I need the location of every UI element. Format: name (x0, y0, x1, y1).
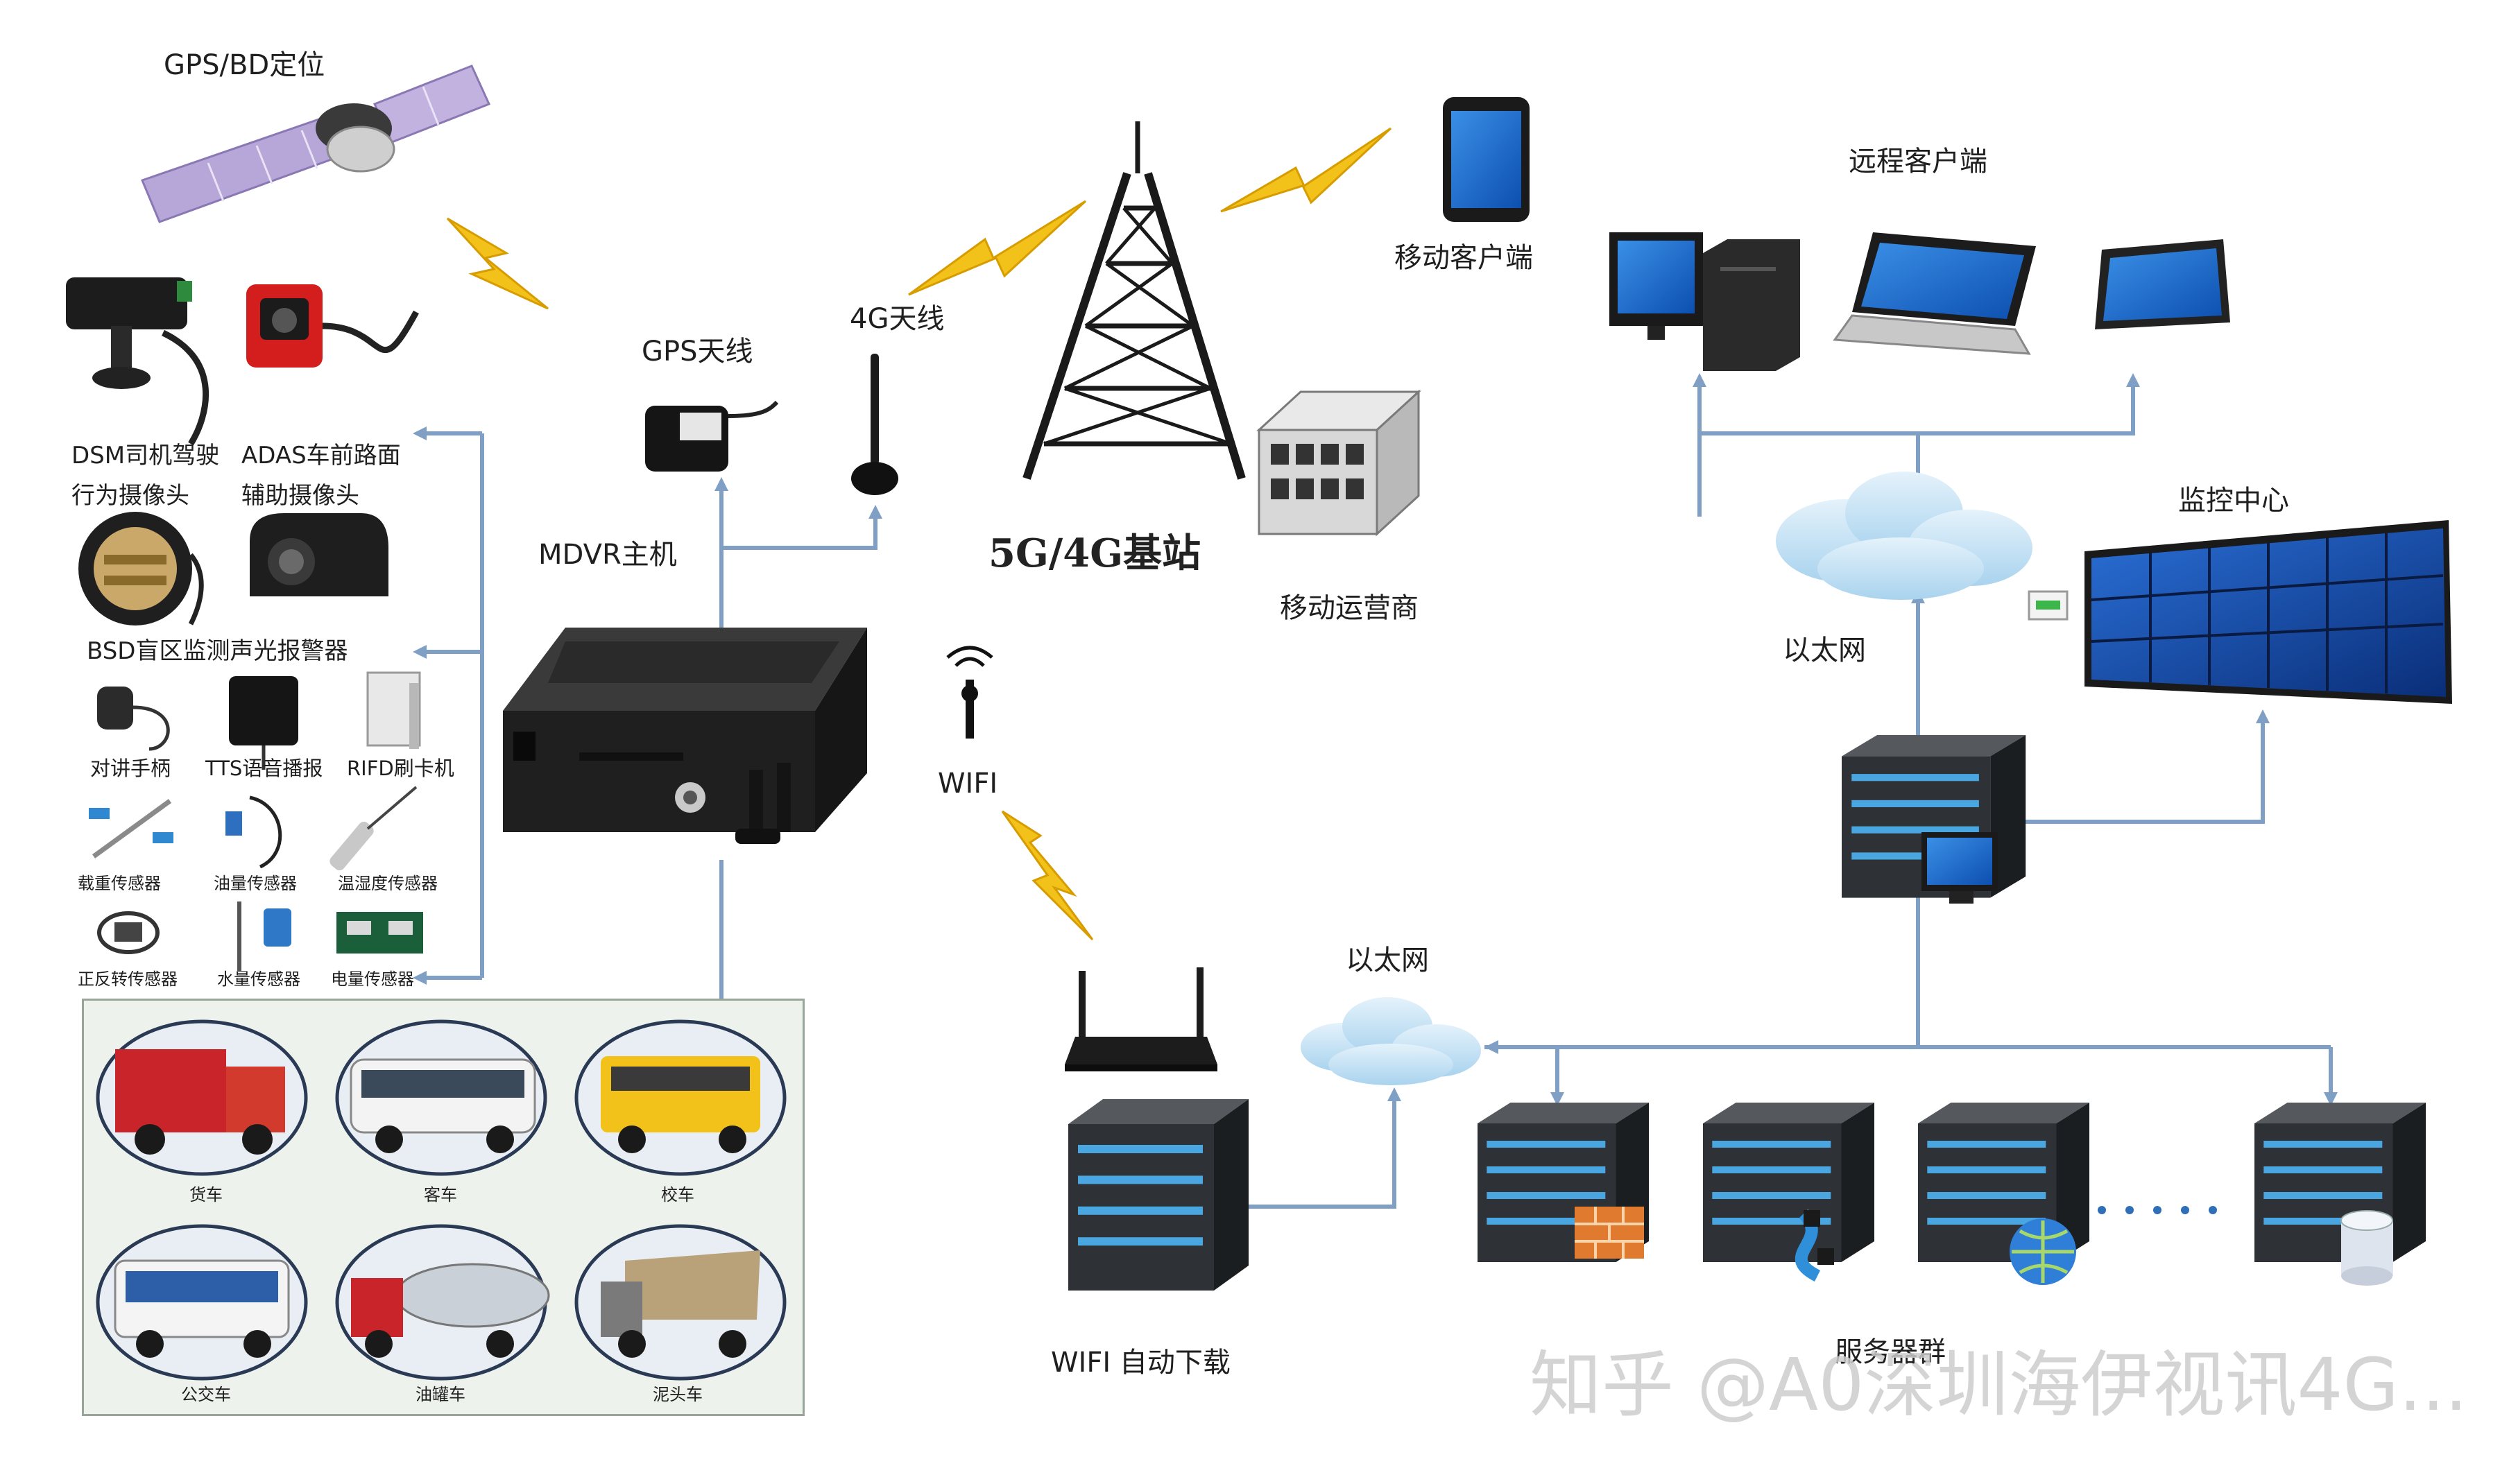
intercom-label: 对讲手柄 (90, 757, 171, 780)
side-camera-image (250, 513, 388, 596)
rotation-sensor-label: 正反转传感器 (78, 969, 178, 989)
dsm-camera-image (66, 277, 209, 446)
mdvr-device-image (503, 628, 867, 844)
wifi-download-server-image (1068, 1099, 1249, 1291)
video-wall-image (2084, 520, 2452, 704)
school-bus-photo (574, 1019, 787, 1176)
connector-arrowheads (413, 373, 2338, 1106)
gps-antenna-image (645, 400, 779, 472)
power-sensor-image (336, 912, 423, 954)
water-sensor-label: 水量传感器 (217, 969, 300, 989)
tablet-image (1443, 97, 1530, 222)
server-cluster-label: 服务器群 (1835, 1336, 1946, 1368)
rfid-reader-image (366, 671, 421, 749)
dsm-label-line2: 行为摄像头 (71, 482, 189, 510)
monitor-center-label: 监控中心 (2178, 485, 2289, 517)
tanker-photo (335, 1224, 550, 1381)
desktop-computer-image (1609, 232, 1800, 371)
laptop-image (1833, 232, 2036, 355)
adas-label-line2: 辅助摄像头 (241, 482, 359, 510)
temp-humidity-sensor-label: 温湿度传感器 (338, 874, 438, 893)
connector-lines (420, 380, 2333, 1209)
tower-image (1022, 121, 1246, 480)
gps-antenna-label: GPS天线 (642, 336, 753, 368)
vehicle-label-city-bus: 公交车 (181, 1385, 231, 1404)
satellite-image (141, 64, 491, 223)
mobile-client-label: 移动客户端 (1394, 242, 1533, 274)
base-station-label: 5G/4G基站 (988, 530, 1201, 576)
vehicle-label-dump-truck: 泥头车 (653, 1385, 703, 1404)
vehicle-label-coach: 客车 (424, 1185, 457, 1205)
ethernet-cloud-bottom (1301, 997, 1481, 1085)
4g-antenna-image (851, 354, 898, 495)
vehicle-panel: 货车 客车 校车 公交车 油罐车 泥头车 (82, 999, 805, 1416)
dsm-label-line1: DSM司机驾驶 (71, 442, 220, 469)
tts-speaker-image (229, 676, 298, 770)
power-sensor-label: 电量传感器 (331, 969, 414, 989)
lightning-bolts (446, 127, 1392, 941)
adas-camera-image (246, 284, 419, 368)
water-sensor-image (237, 901, 291, 971)
vehicle-label-tanker: 油罐车 (416, 1385, 465, 1404)
mdvr-label: MDVR主机 (538, 539, 677, 571)
wifi-antenna-icon (946, 646, 993, 739)
city-bus-photo (96, 1224, 308, 1381)
tts-label: TTS语音播报 (205, 757, 323, 780)
firewall-server-image (1478, 1103, 1649, 1262)
ethernet-top-label: 以太网 (1783, 635, 1866, 666)
monitor-image (2095, 239, 2230, 329)
ethernet-cloud-top (1776, 472, 2032, 600)
media-server-image (1703, 1103, 1874, 1282)
coach-photo (335, 1019, 547, 1176)
wifi-download-label: WIFI 自动下载 (1051, 1347, 1231, 1379)
4g-antenna-label: 4G天线 (850, 303, 945, 335)
truck-photo (96, 1019, 308, 1176)
mobile-operator-label: 移动运营商 (1280, 592, 1419, 624)
vehicle-images (96, 1019, 787, 1381)
bsd-camera-image (78, 512, 204, 625)
bsd-label: BSD盲区监测声光报警器 (87, 637, 348, 665)
watermark: 知乎 @A0深圳海伊视讯4G... (1530, 1343, 2468, 1427)
wifi-router-image (1065, 967, 1217, 1071)
rotation-sensor-image (97, 911, 160, 954)
load-sensor-image (89, 799, 173, 859)
ethernet-bottom-label: 以太网 (1346, 944, 1429, 976)
fuel-sensor-image (225, 795, 282, 869)
load-sensor-label: 载重传感器 (78, 874, 161, 893)
adas-label-line1: ADAS车前路面 (241, 442, 401, 469)
gps-bd-label: GPS/BD定位 (164, 49, 325, 81)
vehicle-label-school-bus: 校车 (661, 1185, 694, 1205)
dump-truck-photo (574, 1224, 787, 1381)
vehicle-label-truck: 货车 (189, 1185, 223, 1205)
wifi-label: WIFI (938, 768, 998, 800)
database-server-image (2254, 1103, 2426, 1286)
remote-client-label: 远程客户端 (1849, 146, 1987, 178)
fuel-sensor-label: 油量传感器 (214, 874, 297, 893)
rfid-label: RIFD刷卡机 (347, 757, 454, 780)
ellipsis-dots (2098, 1206, 2217, 1214)
network-switch-icon (2028, 590, 2069, 621)
web-server-image (1918, 1103, 2089, 1285)
temp-humidity-sensor-image (329, 786, 418, 871)
operator-building-image (1256, 389, 1421, 537)
intercom-image (97, 687, 170, 751)
central-server-image (1842, 735, 2026, 904)
